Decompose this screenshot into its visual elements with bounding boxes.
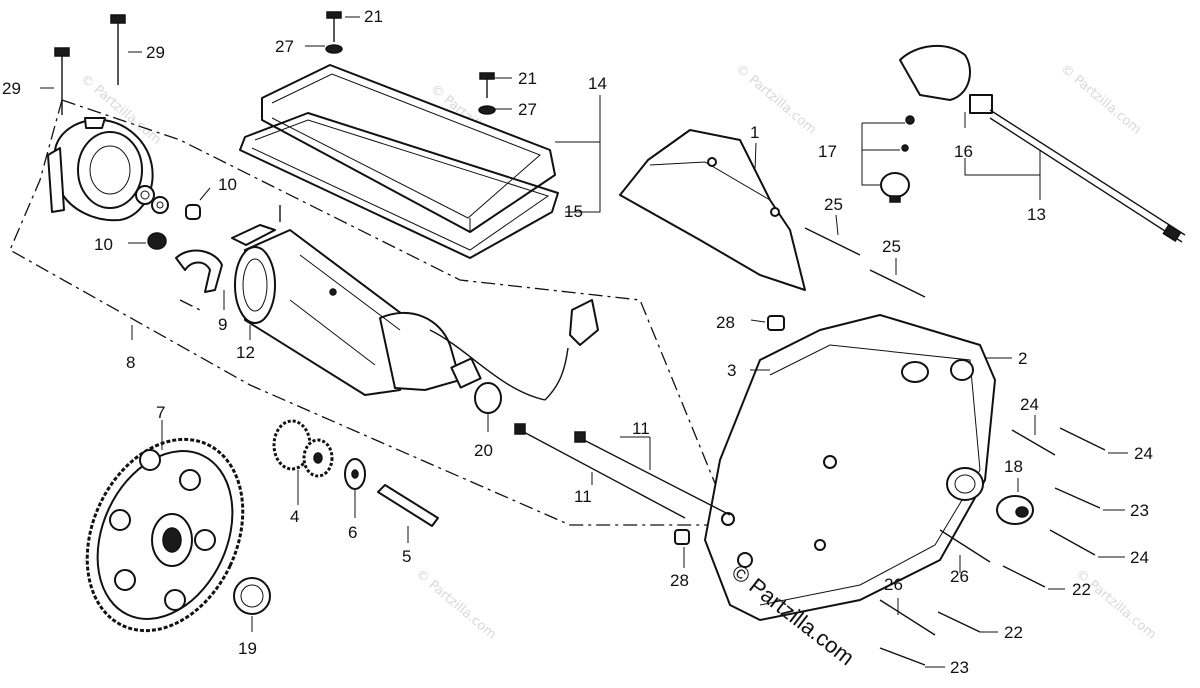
o-ring-part-20	[474, 382, 502, 414]
callout-16: 16	[954, 142, 973, 161]
side-cover-part-2	[704, 314, 996, 621]
dowel-part-28	[674, 315, 785, 545]
callout-26: 26	[950, 567, 969, 586]
idle-gear-part-4	[272, 419, 334, 478]
stator-housing-part-8	[47, 117, 154, 222]
bolt-part-23	[879, 487, 1101, 666]
bolt-part-24	[1011, 427, 1106, 556]
callout-21: 21	[518, 69, 537, 88]
callout-13: 13	[1027, 205, 1046, 224]
collar-part-10	[147, 204, 201, 250]
callout-4: 4	[290, 507, 299, 526]
driven-gear-part-7	[85, 437, 245, 633]
callout-28: 28	[670, 571, 689, 590]
inner-cover-part-1	[619, 129, 806, 291]
callout-23: 23	[1130, 501, 1149, 520]
cover-part-14	[261, 64, 556, 233]
washer-part-6	[344, 458, 366, 490]
bolt-part-22	[937, 565, 1046, 633]
callout-3: 3	[727, 361, 736, 380]
callout-21: 21	[364, 7, 383, 26]
screw-part-21	[326, 11, 495, 98]
watermark-text: © Partzilla.com	[412, 567, 498, 643]
callout-9: 9	[218, 315, 227, 334]
cable-part-13	[989, 109, 1186, 243]
callout-8: 8	[126, 353, 135, 372]
callout-19: 19	[238, 639, 257, 658]
callout-15: 15	[564, 202, 583, 221]
callout-18: 18	[1004, 457, 1023, 476]
oil-seal-part-19	[233, 577, 271, 615]
callout-22: 22	[1004, 623, 1023, 642]
leader-lines	[40, 16, 1128, 668]
callout-2: 2	[1018, 349, 1027, 368]
bracket-part-9	[175, 205, 281, 293]
washers	[135, 185, 169, 214]
callout-17: 17	[818, 142, 837, 161]
callout-14: 14	[588, 74, 607, 93]
bolt-part-26	[879, 529, 991, 636]
callout-28: 28	[716, 313, 735, 332]
gasket-part-15	[239, 112, 559, 259]
callout-10: 10	[94, 235, 113, 254]
starter-motor-part-12	[234, 229, 482, 396]
shaft-part-5	[377, 484, 439, 527]
callout-25: 25	[824, 195, 843, 214]
callout-26: 26	[884, 575, 903, 594]
callout-27: 27	[275, 37, 294, 56]
callout-24: 24	[1020, 395, 1039, 414]
callout-5: 5	[402, 547, 411, 566]
callout-23: 23	[950, 658, 969, 677]
bearing-part-18	[996, 495, 1034, 525]
callout-25: 25	[882, 237, 901, 256]
callout-29: 29	[2, 79, 21, 98]
callout-11: 11	[632, 419, 650, 438]
assembly-group-lines	[9, 99, 731, 526]
callout-11: 11	[574, 487, 592, 506]
bolt-part-29	[54, 14, 126, 115]
watermark-text: © Partzilla.com	[732, 62, 818, 138]
callout-29: 29	[146, 43, 165, 62]
grommet-part-16	[899, 44, 993, 114]
callout-24: 24	[1134, 444, 1153, 463]
washer-part-27	[325, 44, 496, 115]
callout-27: 27	[518, 100, 537, 119]
callout-20: 20	[474, 441, 493, 460]
callout-7: 7	[156, 403, 165, 422]
callout-6: 6	[348, 523, 357, 542]
bolt-part-25	[804, 227, 926, 298]
callout-1: 1	[750, 123, 759, 142]
callout-12: 12	[236, 343, 255, 362]
switch-part-17	[880, 115, 915, 203]
callout-10: 10	[218, 175, 237, 194]
through-bolt-part-11	[514, 423, 731, 519]
callout-22: 22	[1072, 580, 1091, 599]
callout-24: 24	[1130, 548, 1149, 567]
watermark-text: © Partzilla.com	[1072, 567, 1158, 643]
starter-lead-wire	[429, 299, 599, 401]
watermark-text: © Partzilla.com	[1057, 62, 1143, 138]
part-callouts: 21 29 27 21 27 14 29 1 17 16 10 10 15 25…	[2, 7, 1153, 677]
